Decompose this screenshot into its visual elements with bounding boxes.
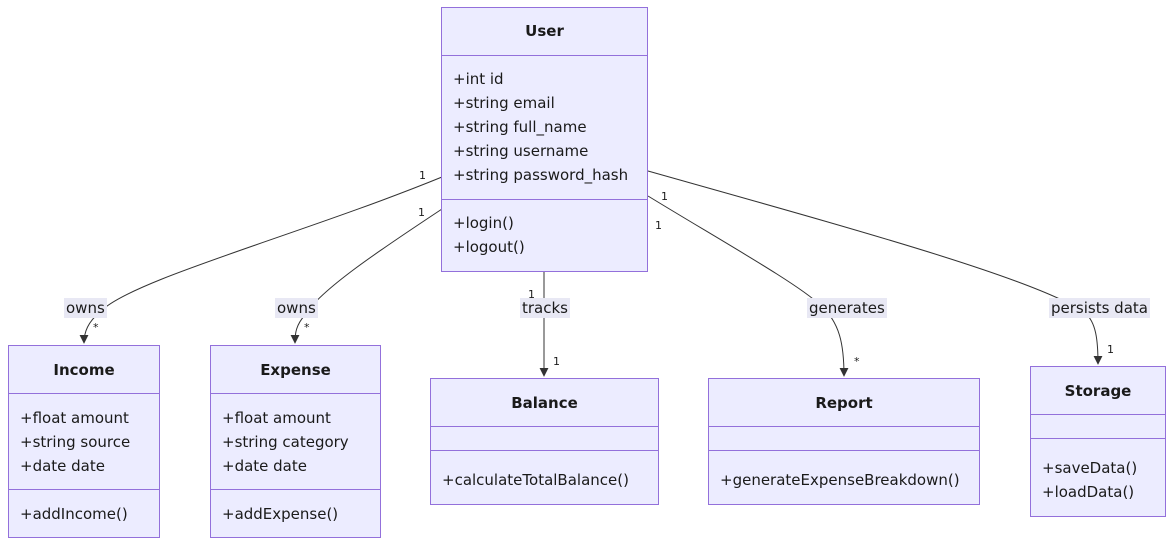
edge-label-balance: tracks [520, 298, 570, 318]
mult-user-expense: 1 [418, 206, 425, 219]
edge-label-storage: persists data [1049, 298, 1150, 318]
class-report-divider [709, 450, 979, 451]
edge-label-income: owns [64, 298, 107, 318]
mult-user-balance: 1 [528, 288, 535, 301]
class-report-method: +generateExpenseBreakdown() [720, 471, 960, 489]
class-user-method: +logout() [453, 238, 525, 256]
class-expense-name: Expense [260, 361, 331, 379]
class-user-attr: +string username [453, 142, 589, 160]
class-expense-divider [211, 489, 380, 490]
class-storage-method: +loadData() [1042, 483, 1135, 501]
class-income-attr: +string source [20, 433, 131, 451]
mult-income: * [93, 321, 99, 334]
class-user-attr: +string password_hash [453, 166, 629, 184]
class-user-attr: +string full_name [453, 118, 587, 136]
class-report[interactable]: Report +generateExpenseBreakdown() [708, 378, 980, 505]
class-income-attr: +date date [20, 457, 105, 475]
class-report-name: Report [815, 394, 873, 412]
class-income-attr: +float amount [20, 409, 129, 427]
class-storage-divider [1031, 438, 1165, 439]
class-income-method: +addIncome() [20, 505, 128, 523]
edge-user-storage [647, 170, 1103, 365]
class-expense-attr: +string category [222, 433, 349, 451]
class-user-divider [442, 199, 647, 200]
class-report-divider [709, 426, 979, 427]
class-income-divider [9, 489, 159, 490]
class-user-attr: +int id [453, 70, 504, 88]
class-user-method: +login() [453, 214, 514, 232]
class-expense-divider [211, 393, 380, 394]
mult-user-report: 1 [661, 190, 668, 203]
mult-user-income: 1 [419, 169, 426, 182]
class-expense-attr: +date date [222, 457, 307, 475]
edge-user-expense [290, 208, 443, 344]
class-expense[interactable]: Expense +float amount +string category +… [210, 345, 381, 538]
edge-user-report [647, 195, 849, 377]
class-storage-method: +saveData() [1042, 459, 1138, 477]
edge-label-expense: owns [275, 298, 318, 318]
class-expense-method: +addExpense() [222, 505, 339, 523]
mult-report: * [854, 355, 860, 368]
edge-label-report: generates [807, 298, 887, 318]
mult-storage: 1 [1107, 343, 1114, 356]
edge-user-income [79, 176, 443, 344]
class-user-name: User [525, 22, 564, 40]
class-balance-divider [431, 450, 658, 451]
mult-user-storage: 1 [655, 219, 662, 232]
class-user[interactable]: User +int id +string email +string full_… [441, 7, 648, 272]
class-storage-divider [1031, 414, 1165, 415]
class-user-divider [442, 55, 647, 56]
class-storage[interactable]: Storage +saveData() +loadData() [1030, 366, 1166, 517]
mult-balance: 1 [553, 355, 560, 368]
class-income[interactable]: Income +float amount +string source +dat… [8, 345, 160, 538]
class-income-name: Income [53, 361, 115, 379]
class-balance-divider [431, 426, 658, 427]
class-balance-name: Balance [511, 394, 578, 412]
class-balance[interactable]: Balance +calculateTotalBalance() [430, 378, 659, 505]
class-income-divider [9, 393, 159, 394]
class-expense-attr: +float amount [222, 409, 331, 427]
mult-expense: * [304, 321, 310, 334]
class-user-attr: +string email [453, 94, 555, 112]
class-storage-name: Storage [1064, 382, 1132, 400]
class-balance-method: +calculateTotalBalance() [442, 471, 629, 489]
